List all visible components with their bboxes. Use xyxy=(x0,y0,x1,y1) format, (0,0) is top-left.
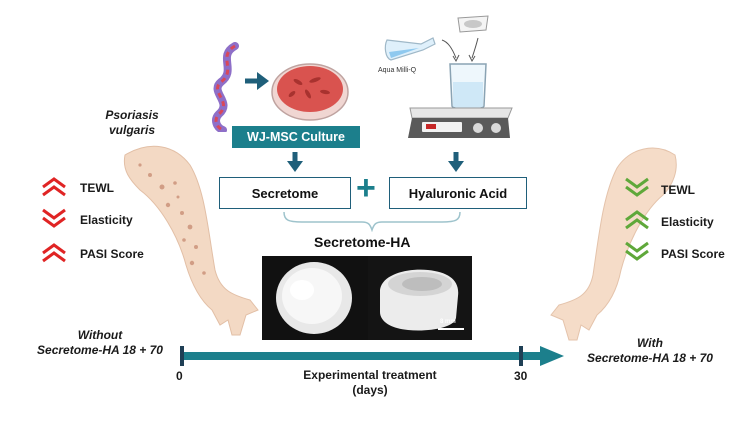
plus-sign: + xyxy=(356,169,376,207)
hyaluronic-acid-label: Hyaluronic Acid xyxy=(408,185,508,201)
hyaluronic-acid-box: Hyaluronic Acid xyxy=(389,177,527,209)
left-indicator-tewl: TEWL xyxy=(80,181,114,195)
pasi-up-chevron-icon xyxy=(42,243,66,263)
secretome-ha-label: Secretome-HA xyxy=(314,234,411,250)
powder-dish-icon xyxy=(457,15,489,33)
left-indicator-pasi: PASI Score xyxy=(80,247,144,261)
arrow-down-icon xyxy=(448,152,464,172)
curved-arrow-icon xyxy=(441,37,479,63)
secretome-ha-side-photo: 8 mm xyxy=(368,256,472,340)
secretome-box: Secretome xyxy=(219,177,351,209)
timeline-start-label: 0 xyxy=(176,369,183,383)
arrow-right-icon xyxy=(245,72,269,90)
condition-label: Psoriasis vulgaris xyxy=(105,108,159,137)
aqua-milli-q-label: Aqua Milli-Q xyxy=(378,67,417,74)
timeline-end-label: 30 xyxy=(514,369,528,383)
right-arm-illustration xyxy=(550,147,677,341)
petri-dish-icon xyxy=(271,63,349,121)
flask-icon xyxy=(384,37,436,61)
tewl-down-chevron-icon xyxy=(625,177,649,197)
combine-bracket xyxy=(283,211,461,232)
right-indicator-pasi: PASI Score xyxy=(661,247,725,261)
tewl-up-chevron-icon xyxy=(42,177,66,197)
wj-msc-culture-label: WJ-MSC Culture xyxy=(232,126,360,148)
secretome-ha-top-photo xyxy=(262,256,368,340)
hot-plate-stirrer-icon xyxy=(408,63,513,138)
scale-bar-label: 8 mm xyxy=(440,319,456,325)
left-indicator-elasticity: Elasticity xyxy=(80,213,133,227)
pasi-down-chevron-icon xyxy=(625,241,649,261)
elasticity-up-chevron-icon xyxy=(625,210,649,230)
right-caption: With Secretome-HA 18 + 70 xyxy=(587,336,713,365)
timeline-caption: Experimental treatment (days) xyxy=(303,368,437,397)
left-caption: Without Secretome-HA 18 + 70 xyxy=(37,328,163,357)
umbilical-cord-icon xyxy=(212,42,239,132)
arrow-down-icon xyxy=(287,152,303,172)
elasticity-down-chevron-icon xyxy=(42,208,66,228)
right-indicator-elasticity: Elasticity xyxy=(661,215,714,229)
timeline-arrow xyxy=(180,346,564,366)
left-arm-illustration xyxy=(123,145,259,336)
secretome-label: Secretome xyxy=(251,185,319,201)
scale-bar-line xyxy=(438,328,464,330)
right-indicator-tewl: TEWL xyxy=(661,183,695,197)
